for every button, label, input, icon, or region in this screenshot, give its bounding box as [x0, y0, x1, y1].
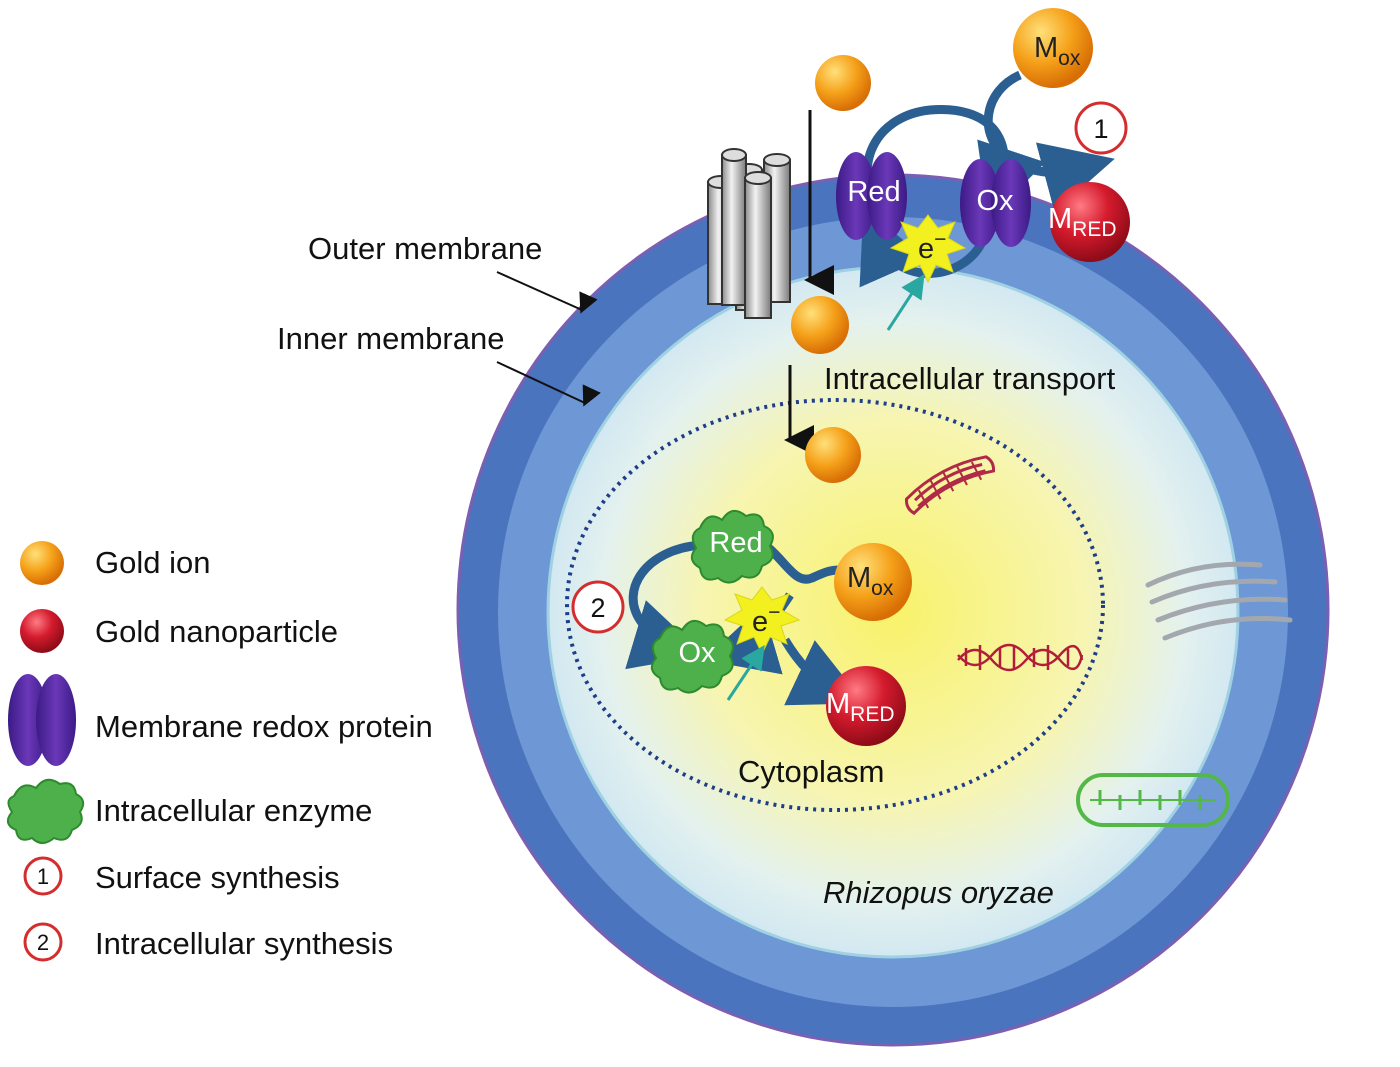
- intra-mox-label: Mox: [847, 562, 894, 600]
- surface-electron-arrow: [886, 273, 925, 331]
- legend-membrane-redox-protein-icon: [8, 674, 76, 766]
- legend-step-1-number: 1: [37, 864, 49, 889]
- intra-mred-label: MRED: [826, 688, 895, 726]
- legend-intracellular-enzyme-icon: [6, 778, 85, 844]
- surface-gold-ion-mox: [1013, 8, 1093, 88]
- surface-electron-label: e−: [918, 228, 946, 265]
- surface-electron-burst: [889, 214, 967, 284]
- legend-gold-nanoparticle-icon: [20, 609, 64, 653]
- legend-gold-nanoparticle-label: Gold nanoparticle: [95, 614, 338, 649]
- cytoplasm-label: Cytoplasm: [738, 754, 884, 789]
- step-2-number: 2: [590, 593, 605, 623]
- intracellular-enzyme-ox: [650, 619, 734, 694]
- gold-ion-outside: [815, 55, 871, 111]
- golgi-apparatus-icon: [1145, 561, 1293, 641]
- intracellular-enzyme-red: [690, 509, 774, 584]
- membrane-redox-protein-ox: [960, 159, 1031, 247]
- legend-intracellular-synthesis-label: Intracellular synthesis: [95, 926, 393, 961]
- intra-gold-nanoparticle-mred: [826, 666, 906, 746]
- mitochondrion-icon: [1076, 773, 1230, 827]
- endoplasmic-reticulum-icon: [904, 455, 996, 516]
- surface-ox-label: Ox: [976, 185, 1014, 217]
- legend: Gold ion Gold nanoparticle Membrane redo…: [6, 541, 433, 962]
- surface-mox-label: Mox: [1034, 32, 1081, 70]
- surface-mred-label: MRED: [1048, 203, 1117, 241]
- outer-membrane-pointer: [496, 271, 598, 314]
- step-1-marker: [1074, 101, 1128, 155]
- outer-membrane-label: Outer membrane: [308, 231, 542, 266]
- membrane-redox-protein-red: [836, 152, 907, 240]
- intra-electron-label: e−: [752, 601, 780, 638]
- legend-step-1-icon: [23, 856, 63, 896]
- organism-label: Rhizopus oryzae: [823, 875, 1054, 910]
- legend-membrane-redox-protein-label: Membrane redox protein: [95, 709, 433, 744]
- membrane-channel-icon: [707, 148, 791, 319]
- dna-icon: [957, 643, 1084, 672]
- step-2-marker: [571, 580, 625, 634]
- surface-synthesis-cycle: Red Ox e− Mox MRED 1: [836, 8, 1130, 331]
- intracellular-transport-label: Intracellular transport: [824, 361, 1116, 396]
- inner-membrane-pointer: [496, 361, 601, 407]
- legend-intracellular-enzyme-label: Intracellular enzyme: [95, 793, 372, 828]
- legend-step-2-icon: [23, 922, 63, 962]
- inner-membrane-label: Inner membrane: [277, 321, 504, 356]
- intra-cycle-arrow-mox: [762, 541, 841, 584]
- surface-gold-nanoparticle-mred: [1050, 182, 1130, 262]
- legend-surface-synthesis-label: Surface synthesis: [95, 860, 340, 895]
- intra-electron-arrow: [726, 645, 765, 701]
- intracellular-synthesis-cycle: Red Ox e− Mox MRED 2: [571, 509, 912, 746]
- intra-gold-ion-mox: [834, 543, 912, 621]
- legend-gold-ion-icon: [20, 541, 64, 585]
- intra-cycle-arrow-mred: [781, 637, 865, 706]
- gold-ion-membrane: [791, 296, 849, 354]
- legend-step-2-number: 2: [37, 930, 49, 955]
- cytoplasm-boundary: [565, 398, 1105, 812]
- surface-mox-arrow: [983, 70, 1115, 213]
- surface-cycle-arrow-bottom: [859, 207, 990, 288]
- step-1-number: 1: [1093, 114, 1108, 144]
- gold-ion-cytoplasm: [805, 427, 861, 483]
- legend-gold-ion-label: Gold ion: [95, 545, 210, 580]
- surface-red-label: Red: [847, 176, 900, 208]
- intra-ox-label: Ox: [678, 637, 716, 669]
- intra-red-label: Red: [709, 527, 762, 559]
